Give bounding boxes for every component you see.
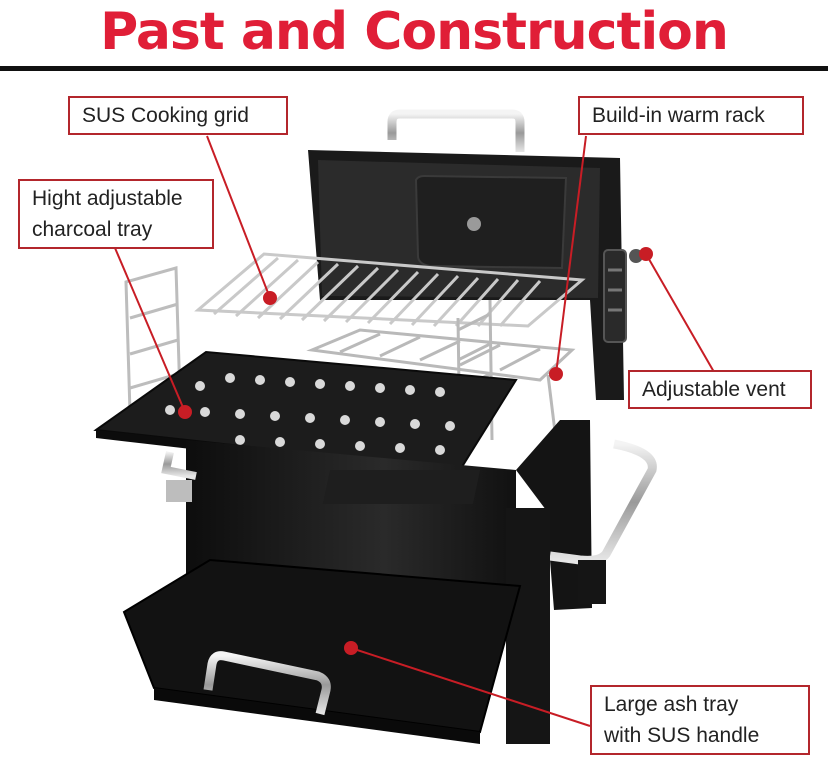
callout-vent-text: Adjustable vent [642, 378, 786, 401]
callout-warm-rack: Build-in warm rack [578, 96, 804, 135]
title-divider [0, 66, 828, 71]
cooking-grid [194, 252, 586, 328]
callout-cooking-grid-text: SUS Cooking grid [82, 104, 249, 127]
callout-vent: Adjustable vent [628, 370, 812, 409]
callout-ash-tray-line2: with SUS handle [604, 724, 760, 747]
adjustable-vent [603, 249, 643, 343]
callout-charcoal-tray-line2: charcoal tray [32, 218, 153, 241]
callout-charcoal-tray: Hight adjustable charcoal tray [18, 179, 214, 249]
ash-tray [122, 558, 522, 744]
callout-warm-rack-text: Build-in warm rack [592, 104, 765, 127]
callout-dots [178, 247, 653, 655]
callout-cooking-grid: SUS Cooking grid [68, 96, 288, 135]
callout-ash-tray: Large ash tray with SUS handle [590, 685, 810, 755]
callout-ash-tray-line1: Large ash tray [604, 693, 739, 716]
page-title: Past and Construction [100, 2, 729, 62]
callout-leaders [114, 135, 715, 727]
callout-charcoal-tray-line1: Hight adjustable [32, 187, 183, 210]
